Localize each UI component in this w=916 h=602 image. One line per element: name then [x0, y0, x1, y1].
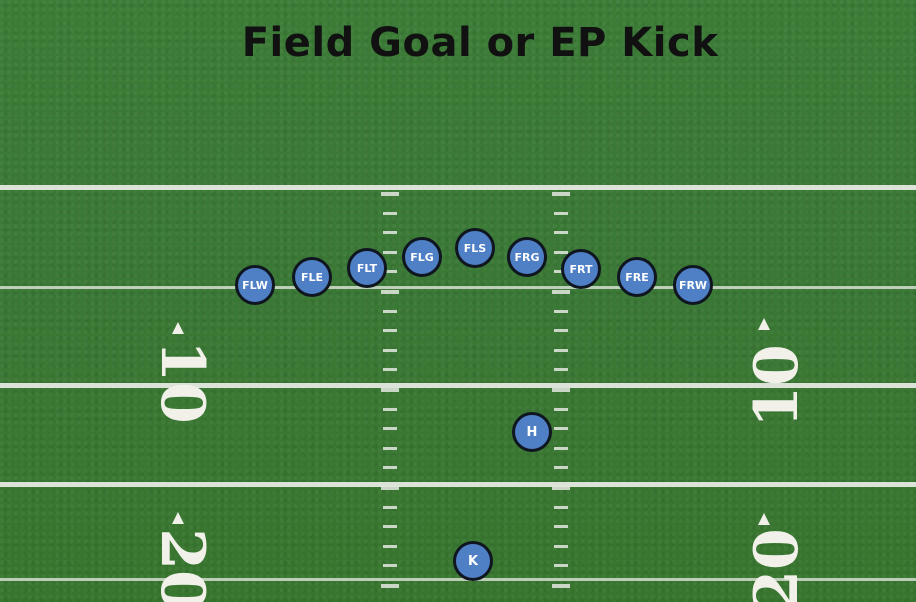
hash-mark — [383, 407, 397, 411]
hash-mark — [381, 388, 399, 392]
player-fre[interactable]: FRE — [617, 257, 657, 297]
hash-mark — [554, 505, 568, 509]
yard-line — [0, 482, 916, 487]
yard-line — [0, 185, 916, 190]
player-flw[interactable]: FLW — [235, 265, 275, 305]
hash-mark — [383, 525, 397, 529]
hash-mark — [383, 250, 397, 254]
hash-mark — [383, 564, 397, 568]
player-fle[interactable]: FLE — [292, 257, 332, 297]
player-flg[interactable]: FLG — [402, 237, 442, 277]
yard-line — [0, 286, 916, 289]
hash-mark — [554, 309, 568, 313]
hash-mark — [383, 309, 397, 313]
hash-mark — [552, 192, 570, 196]
direction-arrow-icon — [758, 513, 770, 525]
hash-mark — [383, 544, 397, 548]
diagram-title: Field Goal or EP Kick — [241, 20, 719, 66]
hash-mark — [554, 427, 568, 431]
yard-number-left-lower: 20 — [146, 528, 217, 602]
yard-number-right-upper: 10 — [741, 344, 812, 428]
hash-mark — [554, 525, 568, 529]
hash-mark — [554, 544, 568, 548]
player-flt[interactable]: FLT — [347, 248, 387, 288]
hash-mark — [383, 427, 397, 431]
hash-mark — [381, 192, 399, 196]
direction-arrow-icon — [172, 322, 184, 334]
hash-mark — [383, 231, 397, 235]
hash-mark — [552, 486, 570, 490]
hash-mark — [381, 584, 399, 588]
yard-line — [0, 578, 916, 581]
hash-mark — [554, 250, 568, 254]
hash-mark — [552, 388, 570, 392]
player-k[interactable]: K — [453, 541, 493, 581]
hash-mark — [554, 446, 568, 450]
player-h[interactable]: H — [512, 412, 552, 452]
hash-mark — [552, 290, 570, 294]
hash-mark — [383, 270, 397, 274]
hash-mark — [383, 329, 397, 333]
hash-mark — [383, 505, 397, 509]
hash-mark — [383, 466, 397, 470]
hash-mark — [554, 348, 568, 352]
hash-mark — [552, 584, 570, 588]
hash-mark — [554, 407, 568, 411]
yard-number-right-lower: 20 — [741, 528, 812, 602]
hash-marks-right — [552, 0, 570, 602]
hash-mark — [554, 231, 568, 235]
hash-marks-left — [381, 0, 399, 602]
player-fls[interactable]: FLS — [455, 228, 495, 268]
hash-mark — [554, 211, 568, 215]
hash-mark — [554, 564, 568, 568]
hash-mark — [383, 446, 397, 450]
yard-number-left-upper: 10 — [146, 340, 217, 424]
hash-mark — [383, 368, 397, 372]
player-frg[interactable]: FRG — [507, 237, 547, 277]
direction-arrow-icon — [758, 318, 770, 330]
player-frw[interactable]: FRW — [673, 265, 713, 305]
hash-mark — [381, 290, 399, 294]
hash-mark — [554, 368, 568, 372]
hash-mark — [554, 466, 568, 470]
hash-mark — [383, 211, 397, 215]
hash-mark — [554, 329, 568, 333]
hash-mark — [383, 348, 397, 352]
player-frt[interactable]: FRT — [561, 249, 601, 289]
hash-mark — [381, 486, 399, 490]
yard-line — [0, 383, 916, 388]
direction-arrow-icon — [172, 512, 184, 524]
